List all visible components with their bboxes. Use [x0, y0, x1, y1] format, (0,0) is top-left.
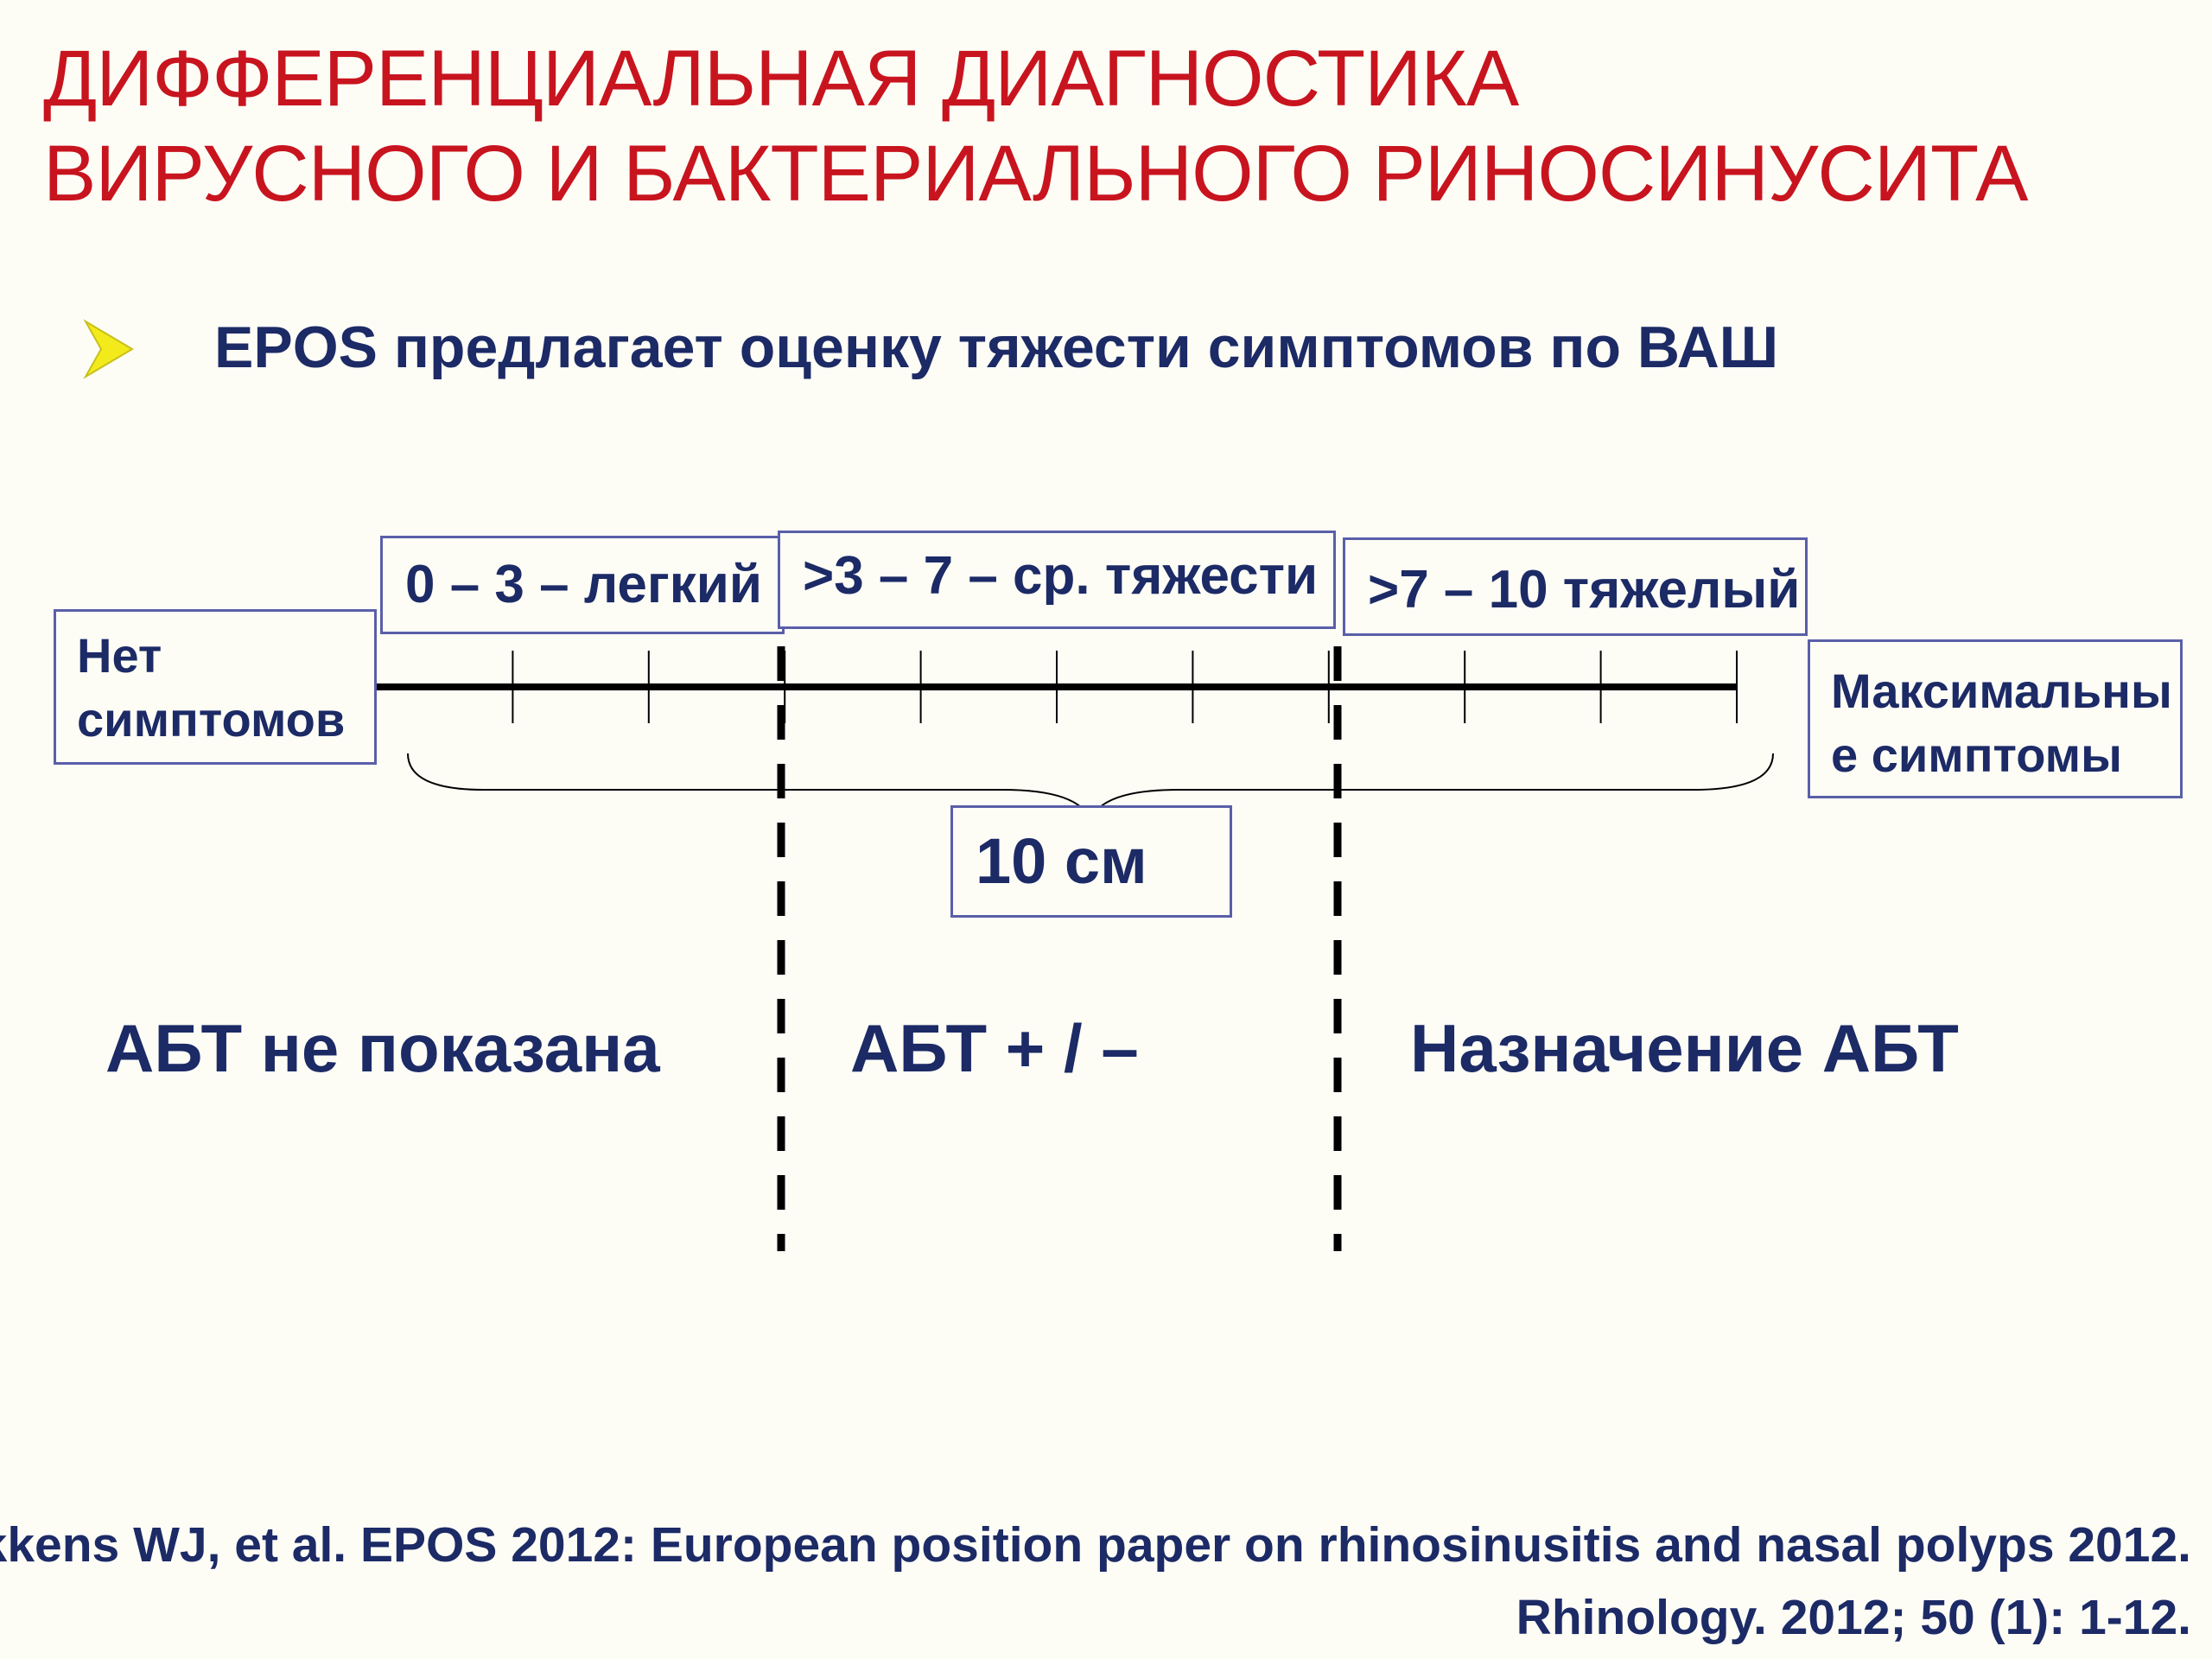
- range-severe-label: >7 – 10 тяжелый: [1368, 560, 1801, 620]
- bullet-text: EPOS предлагает оценку тяжести симптомов…: [214, 315, 1779, 380]
- range-medium-box: >3 – 7 – ср. тяжести: [778, 531, 1336, 629]
- slide-title-line2: ВИРУСНОГО И БАКТЕРИАЛЬНОГО РИНОСИНУСИТА: [43, 130, 2028, 218]
- range-light-box: 0 – 3 – легкий: [380, 536, 785, 634]
- max-symptoms-line2: е симптомы: [1831, 728, 2122, 782]
- no-symptoms-line1: Нет: [77, 628, 162, 683]
- range-medium-label: >3 – 7 – ср. тяжести: [803, 546, 1319, 606]
- no-symptoms-line2: симптомов: [77, 692, 346, 747]
- arrowhead-bullet-icon: [83, 319, 134, 379]
- range-severe-box: >7 – 10 тяжелый: [1343, 537, 1808, 636]
- scale-ticks: [512, 651, 1738, 723]
- slide-title-line1: ДИФФЕРЕНЦИАЛЬНАЯ ДИАГНОСТИКА: [43, 35, 1519, 123]
- max-symptoms-line1: Максимальны: [1831, 664, 2172, 718]
- scale-length-label: 10 см: [976, 825, 1147, 897]
- zone-no-abt: АБТ не показана: [105, 1010, 660, 1086]
- range-light-label: 0 – 3 – легкий: [405, 555, 762, 614]
- citation-line2: Rhinology. 2012; 50 (1): 1-12.: [1516, 1590, 2191, 1645]
- max-symptoms-box: Максимальны е симптомы: [1808, 639, 2183, 798]
- scale-length-box: 10 см: [950, 805, 1232, 918]
- no-symptoms-box: Нет симптомов: [54, 609, 377, 765]
- zone-maybe-abt: АБТ + / –: [850, 1010, 1139, 1086]
- zone-abt: Назначение АБТ: [1410, 1010, 1959, 1086]
- slide-title: ДИФФЕРЕНЦИАЛЬНАЯ ДИАГНОСТИКА ВИРУСНОГО И…: [43, 31, 2028, 221]
- citation-line1: Fokkens WJ, et al. EPOS 2012: European p…: [0, 1517, 2191, 1573]
- citation: Fokkens WJ, et al. EPOS 2012: European p…: [0, 1509, 2191, 1654]
